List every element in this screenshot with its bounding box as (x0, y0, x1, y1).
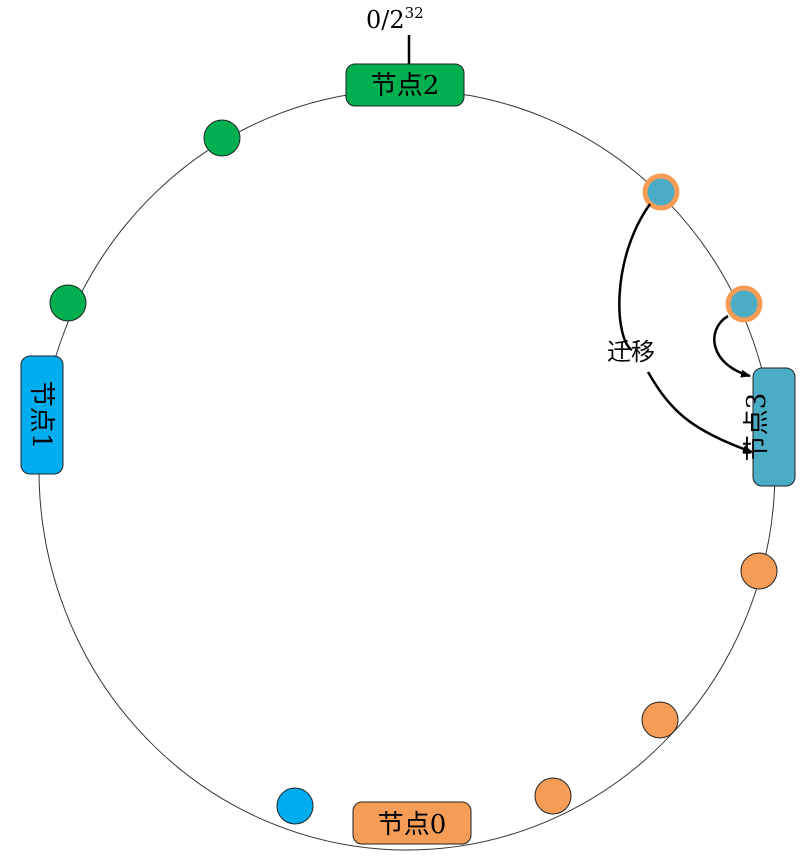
migrating-data-point-node3 (642, 173, 680, 211)
node-0-label: 节点0 (378, 810, 447, 840)
node-1-box[interactable]: 节点1 (20, 355, 64, 475)
migration-arrow-long (618, 203, 752, 452)
data-point-node0 (740, 552, 778, 590)
node-1-label: 节点1 (26, 381, 56, 450)
data-points (49, 119, 778, 825)
node-0-box[interactable]: 节点0 (352, 801, 472, 845)
node-2-label: 节点2 (371, 71, 440, 101)
data-point-node0 (641, 701, 679, 739)
node-3-box[interactable]: 节点3 (742, 367, 796, 487)
data-point-node2 (49, 284, 87, 322)
data-point-node2 (203, 119, 241, 157)
data-point-node1 (276, 787, 314, 825)
node-3-label: 节点3 (742, 393, 772, 462)
migration-arrow-short (713, 314, 751, 378)
ring-origin-label: 0/232 (366, 4, 424, 34)
migration-label: 迁移 (607, 338, 655, 366)
node-2-box[interactable]: 节点2 (345, 63, 465, 107)
data-point-node0 (534, 777, 572, 815)
migrating-data-point-node3 (725, 285, 763, 323)
